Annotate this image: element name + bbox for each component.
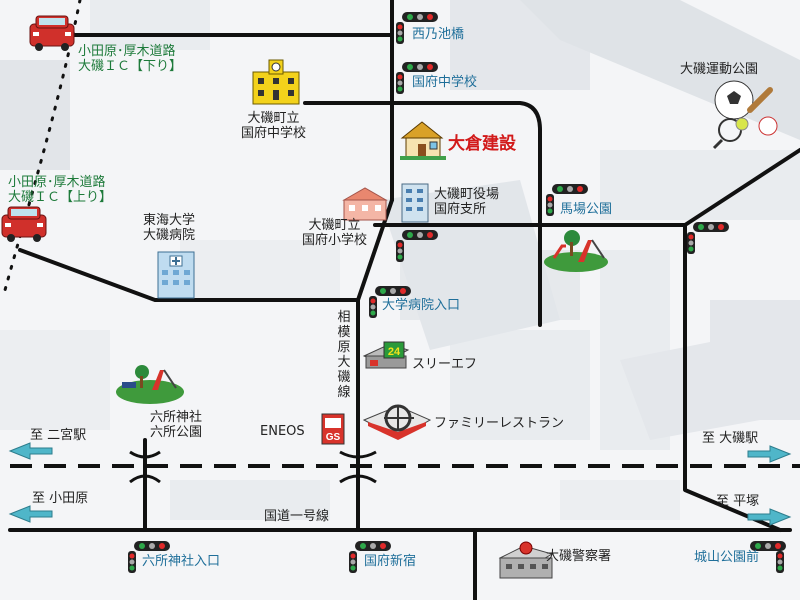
hospital-line2: 大磯病院 xyxy=(143,228,196,243)
arrow-right-hiratsuka xyxy=(747,508,792,526)
town-office-icon xyxy=(401,183,429,223)
middle-school-line2: 国府中学校 xyxy=(241,126,307,141)
elementary-school-line1: 大磯町立 xyxy=(308,218,361,233)
signal-label-kokufu-jhs: 国府中学校 xyxy=(412,75,478,90)
car-ic-down-icon xyxy=(29,15,75,51)
ic-down-line2: 大磯ＩＣ【下り】 xyxy=(78,59,183,74)
brand-name: 大倉建設 xyxy=(448,134,516,154)
signal-kokufu-jhs-icon xyxy=(396,62,438,94)
signal-elementary-icon xyxy=(396,230,438,262)
signal-label-nishinoike: 西乃池橋 xyxy=(412,27,465,42)
town-office-line1: 大磯町役場 xyxy=(434,187,500,202)
shrine-park-label: 六所神社 六所公園 xyxy=(150,410,202,440)
gs-sign-text: GS xyxy=(326,432,341,443)
middle-school-line1: 大磯町立 xyxy=(247,111,300,126)
store-label: スリーエフ xyxy=(412,357,478,372)
direction-arrows xyxy=(8,442,792,526)
bamba-park-icon xyxy=(544,230,608,272)
signal-shiroyama-icon xyxy=(750,541,786,573)
ic-up-label: 小田原･厚木道路 大磯ＩＣ【上り】 xyxy=(8,175,112,205)
ic-down-label: 小田原･厚木道路 大磯ＩＣ【下り】 xyxy=(78,44,182,74)
middle-school-label: 大磯町立 国府中学校 xyxy=(241,111,306,141)
car-ic-up-icon xyxy=(1,206,47,242)
restaurant-label: ファミリーレストラン xyxy=(434,416,565,431)
convenience-store-icon: 24 xyxy=(362,341,410,369)
signal-label-kokufu-shinjuku: 国府新宿 xyxy=(364,554,417,569)
shrine-park-line2: 六所公園 xyxy=(150,425,203,440)
sports-park-icon xyxy=(712,80,778,150)
ic-up-line1: 小田原･厚木道路 xyxy=(8,175,106,190)
sagami-line-label: 相模原大磯線 xyxy=(337,310,351,400)
gas-station-sign-icon: GS xyxy=(321,413,345,445)
sports-park-label: 大磯運動公園 xyxy=(680,62,759,77)
signal-label-shiroyama: 城山公園前 xyxy=(694,550,760,565)
signal-kokufu-shinjuku-icon xyxy=(349,541,391,573)
signal-label-rokusho-entrance: 六所神社入口 xyxy=(142,554,221,569)
railway-crossings xyxy=(129,450,377,484)
arrow-left-ninomiya xyxy=(8,442,53,460)
expressway-line xyxy=(3,0,82,292)
ic-up-line2: 大磯ＩＣ【上り】 xyxy=(8,190,113,205)
signal-bamba-park-icon xyxy=(546,184,588,216)
signal-east-icon xyxy=(687,222,729,254)
hospital-line1: 東海大学 xyxy=(143,213,196,228)
restaurant-icon xyxy=(362,404,432,440)
arrow-right-oiso xyxy=(747,445,792,463)
signal-label-bamba-park: 馬場公園 xyxy=(560,202,613,217)
direction-odawara-label: 至 小田原 xyxy=(32,491,89,506)
hospital-label: 東海大学 大磯病院 xyxy=(143,213,195,243)
road-east-diagonal xyxy=(683,148,800,227)
ic-down-line1: 小田原･厚木道路 xyxy=(78,44,176,59)
middle-school-icon xyxy=(252,59,300,105)
rokusho-park-icon xyxy=(116,365,184,404)
elementary-school-line2: 国府小学校 xyxy=(302,233,368,248)
arrow-left-odawara xyxy=(8,505,53,523)
hospital-icon xyxy=(157,251,195,299)
police-station-icon xyxy=(498,541,554,579)
signal-nishinoike-icon xyxy=(396,12,438,44)
elementary-school-label: 大磯町立 国府小学校 xyxy=(302,218,367,248)
direction-oiso-label: 至 大磯駅 xyxy=(702,431,759,446)
signal-rokusho-entrance-icon xyxy=(128,541,170,573)
route1-label: 国道一号線 xyxy=(264,509,330,524)
elementary-school-icon xyxy=(342,187,388,221)
direction-ninomiya-label: 至 二宮駅 xyxy=(30,428,87,443)
traffic-signals xyxy=(128,12,786,573)
police-label: 大磯警察署 xyxy=(546,549,612,564)
town-office-label: 大磯町役場 国府支所 xyxy=(434,187,499,217)
road-hospital xyxy=(18,248,360,302)
signal-hospital-entrance-icon xyxy=(369,286,411,318)
direction-hiratsuka-label: 至 平塚 xyxy=(716,494,760,509)
shrine-park-line1: 六所神社 xyxy=(150,410,203,425)
house-icon xyxy=(400,121,446,160)
road-school-east xyxy=(303,101,542,327)
signal-label-hospital-entrance: 大学病院入口 xyxy=(382,298,461,313)
town-office-line2: 国府支所 xyxy=(434,202,487,217)
store-sign-text: 24 xyxy=(388,346,401,358)
gas-station-label: ENEOS xyxy=(260,424,305,439)
